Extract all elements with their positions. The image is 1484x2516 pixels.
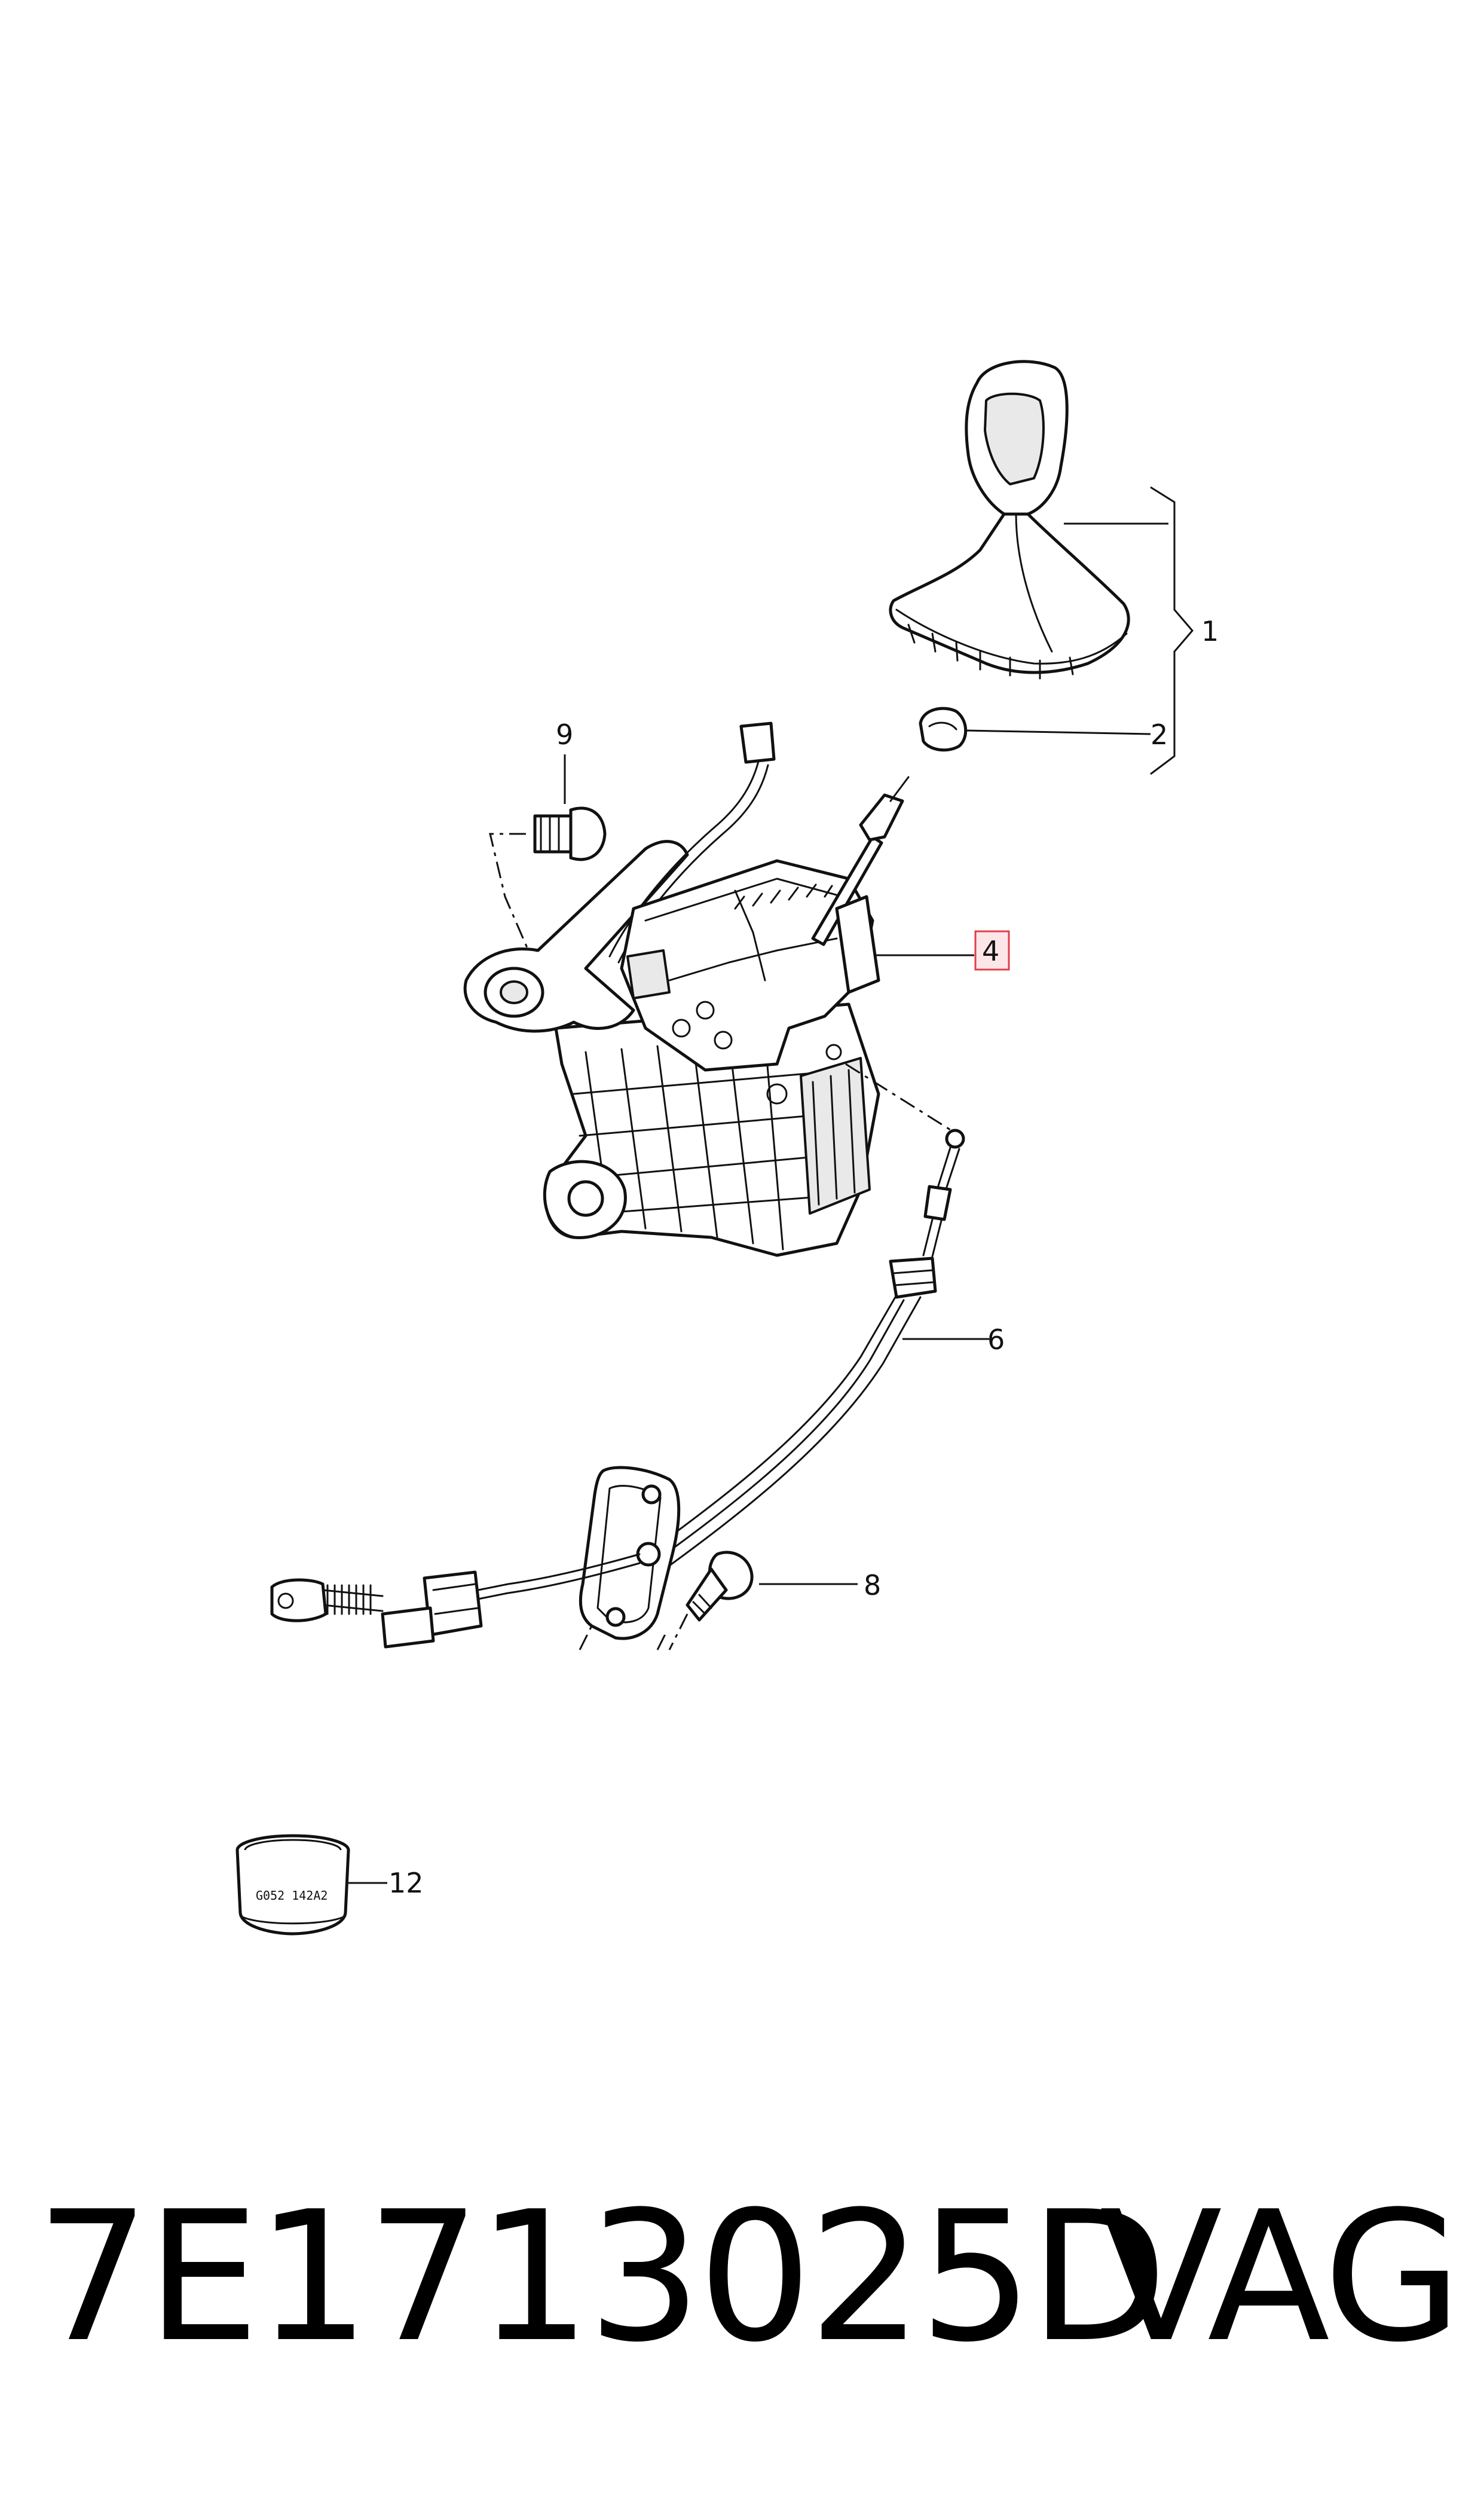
gear-knob-with-boot bbox=[889, 360, 1168, 680]
part-number: 7E1713025D bbox=[36, 2173, 1168, 2382]
bolt-8 bbox=[686, 1551, 858, 1622]
callout-9: 9 bbox=[556, 719, 573, 751]
callout-6: 6 bbox=[987, 1323, 1005, 1356]
sleeve-marking: G052 142A2 bbox=[256, 1888, 328, 1903]
callout-4-highlight[interactable]: 4 bbox=[974, 930, 1010, 971]
callout-12: 12 bbox=[388, 1867, 424, 1899]
brand-label: VAG bbox=[1100, 2173, 1462, 2382]
callout-1: 1 bbox=[1201, 615, 1219, 647]
selector-cable bbox=[270, 1129, 989, 1649]
callout-4: 4 bbox=[982, 935, 999, 967]
callout-2: 2 bbox=[1151, 719, 1168, 751]
selector-mechanism bbox=[463, 722, 974, 1257]
bolt-9 bbox=[533, 754, 607, 861]
callout-bracket-1 bbox=[1150, 486, 1194, 775]
footer: 7E1713025D VAG bbox=[0, 2182, 1484, 2373]
ball-socket bbox=[919, 707, 1151, 752]
sleeve-12: G052 142A2 bbox=[235, 1834, 387, 1936]
callout-8: 8 bbox=[864, 1569, 881, 1601]
